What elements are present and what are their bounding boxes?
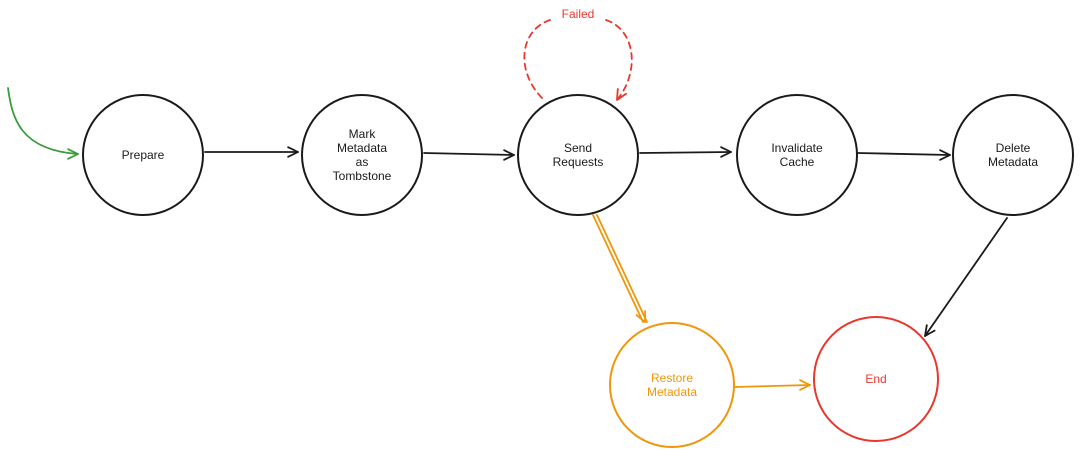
node-label-line: Requests — [553, 155, 604, 169]
edge-prepare-to-mark — [204, 146, 299, 158]
node-label-line: as — [356, 155, 369, 169]
edge-line — [523, 19, 633, 101]
arrow-head-icon — [287, 146, 299, 158]
edge-line — [734, 384, 811, 388]
node-circle — [301, 94, 423, 216]
edge-invalidate-to-delete — [857, 149, 951, 161]
edge-line — [596, 214, 648, 323]
arrow-head-icon — [939, 149, 951, 161]
node-circle — [517, 94, 639, 216]
node-label-line: Restore — [651, 371, 693, 385]
edges-layer: Failed — [7, 7, 1008, 391]
edge-line — [924, 217, 1008, 337]
node-label: End — [865, 372, 886, 386]
node-prepare: Prepare — [82, 94, 204, 216]
edge-line — [639, 151, 732, 154]
edge-line — [857, 152, 951, 156]
edge-line — [592, 214, 644, 323]
edge-delete-to-end — [924, 217, 1008, 337]
arrow-head-icon — [924, 324, 936, 337]
edge-line — [423, 152, 515, 156]
node-label-line: Metadata — [647, 385, 697, 399]
node-label-line: Cache — [780, 155, 815, 169]
edge-send-self-loop: Failed — [523, 7, 633, 101]
node-circle — [952, 94, 1074, 216]
arrow-head-icon — [67, 148, 79, 160]
arrow-head-icon — [635, 310, 647, 323]
edge-label-failed: Failed — [562, 7, 595, 21]
node-circle — [82, 94, 204, 216]
edge-entry — [7, 87, 79, 160]
node-end: End — [813, 316, 939, 442]
edge-send-to-invalidate — [639, 146, 732, 158]
node-label-line: Metadata — [988, 155, 1038, 169]
node-circle — [609, 322, 735, 448]
arrow-head-icon — [616, 88, 627, 101]
node-label-line: Prepare — [122, 148, 165, 162]
arrow-head-icon — [720, 146, 732, 158]
node-label-line: Delete — [996, 141, 1031, 155]
node-label-line: Tombstone — [333, 169, 392, 183]
node-label-line: Invalidate — [771, 141, 823, 155]
node-label-line: End — [865, 372, 886, 386]
node-circle — [813, 316, 939, 442]
edge-restore-to-end — [734, 379, 811, 391]
edge-send-to-restore — [592, 214, 648, 323]
edge-line — [7, 87, 79, 155]
arrow-head-icon — [799, 379, 811, 391]
node-label: Prepare — [122, 148, 165, 162]
node-label-line: Mark — [349, 127, 377, 141]
edge-mark-to-send — [423, 149, 515, 161]
arrow-head-icon — [503, 149, 515, 161]
node-circle — [736, 94, 858, 216]
node-label-line: Metadata — [337, 141, 387, 155]
node-label-line: Send — [564, 141, 592, 155]
